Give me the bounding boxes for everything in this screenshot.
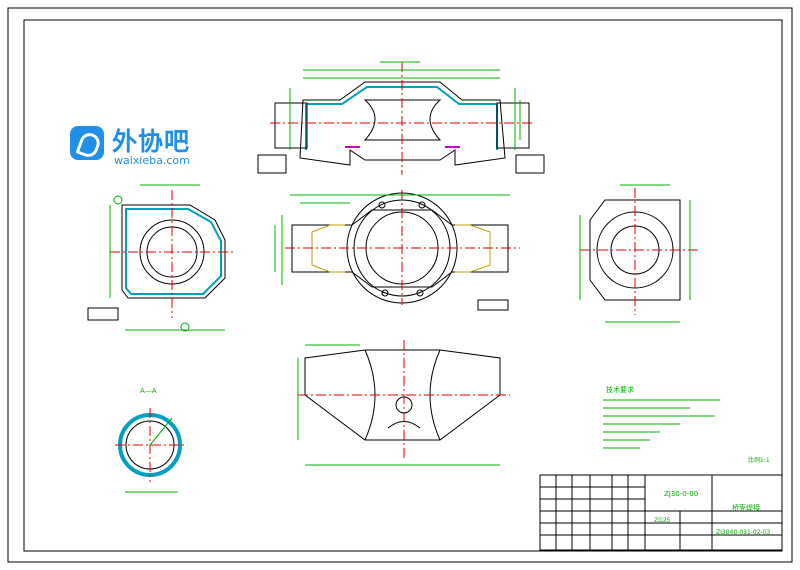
outer-border [7,7,793,563]
material: ZG25 [654,517,671,524]
right-side-view [579,184,700,323]
top-view [257,61,545,175]
section-view [115,408,185,493]
part-code: ZJ3040-031-02-03 [716,529,771,536]
notes-heading: 技术要求 [606,385,634,394]
watermark-logo: 外协吧 waixieba.com [70,122,220,172]
drawing-number: ZJ30-0-00 [664,490,698,498]
sheet-marker: 比例1:1 [748,456,770,464]
part-name: 桥壳焊接 [732,503,760,512]
left-side-view [87,184,235,332]
bottom-view [297,340,510,466]
section-label: A—A [140,387,157,395]
logo-url: waixieba.com [114,154,190,167]
plan-view [274,190,520,311]
waixieba-logo-icon [70,126,104,160]
title-block [539,474,783,551]
inner-border [23,19,783,552]
technical-notes [603,399,720,449]
logo-name: 外协吧 [112,127,191,156]
